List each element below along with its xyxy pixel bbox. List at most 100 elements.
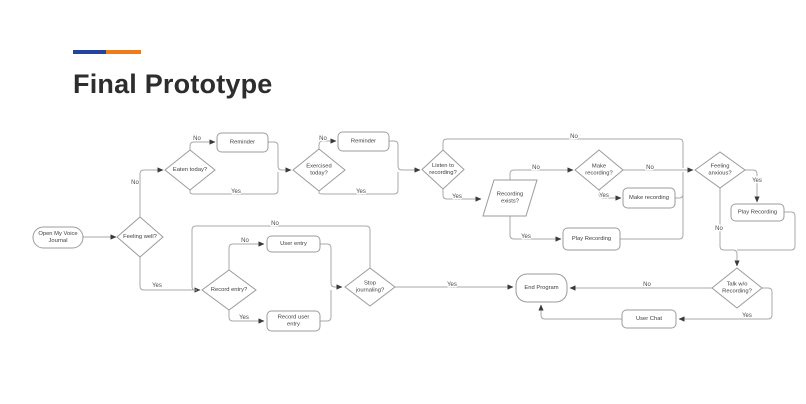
edge-label: No xyxy=(131,180,139,186)
page-title: Final Prototype xyxy=(73,69,273,99)
node-label: Play Recording xyxy=(738,210,777,216)
node-label: Recording? xyxy=(722,288,752,294)
node-label: Reminder xyxy=(351,139,376,145)
edge-record-entry-record-user-entry: Yes xyxy=(228,310,265,324)
edge-reminder-1-exercised-today xyxy=(268,141,292,173)
node-label: User entry xyxy=(280,241,307,247)
accent-bar-right-segment xyxy=(106,50,141,54)
accent-bar xyxy=(73,50,141,54)
node-label: exists? xyxy=(501,198,520,204)
node-label: Record user xyxy=(278,315,310,321)
edge-label: No xyxy=(643,282,651,288)
edge-make-recording-feeling-anxious xyxy=(675,172,684,199)
header: Final Prototype xyxy=(73,50,273,98)
edge-make-recording-q-make-recording: Yes xyxy=(598,190,622,201)
accent-bar-left-segment xyxy=(73,50,106,54)
edge-label: Yes xyxy=(152,283,162,289)
node-play-recording-1: Play Recording xyxy=(562,227,621,251)
node-end-program: End Program xyxy=(515,273,568,303)
node-label: anxious? xyxy=(708,170,732,176)
node-user-chat: User Chat xyxy=(621,309,677,329)
edge-feeling-anxious-talk-wo-recording: No xyxy=(714,188,740,267)
node-label: Stop xyxy=(364,281,376,287)
edge-make-recording-q-feeling-anxious: No xyxy=(623,164,694,173)
edge-exercised-today-reminder-2: No xyxy=(318,135,337,149)
edge-stop-journaling-end-program: Yes xyxy=(395,281,514,290)
edge-feeling-well-record-entry: Yes xyxy=(139,257,201,293)
edge-label: No xyxy=(646,165,654,171)
node-label: Make xyxy=(592,164,606,170)
node-label: Listen to xyxy=(432,163,454,169)
node-label: Feeling well? xyxy=(123,234,158,240)
node-make-recording: Make recording xyxy=(622,187,676,209)
node-label: recording? xyxy=(585,170,613,176)
edge-label: Yes xyxy=(742,313,752,319)
edge-label: Yes xyxy=(452,194,462,200)
edge-stop-journaling-record-entry: No xyxy=(191,220,371,291)
edge-label: Yes xyxy=(752,178,762,184)
edge-eaten-today-reminder-1: No xyxy=(189,135,216,150)
edge-label: Yes xyxy=(599,193,609,199)
node-record-entry: Record entry? xyxy=(201,269,257,311)
node-label: Talk w/o xyxy=(727,282,748,288)
node-label: Exercised xyxy=(306,164,331,170)
edge-record-entry-user-entry: No xyxy=(228,237,265,270)
edge-record-user-entry-stop-journaling xyxy=(320,290,332,322)
node-reminder-1: Reminder xyxy=(216,132,269,153)
node-label: Eaten today? xyxy=(173,167,208,173)
edge-recording-exists-make-recording-q: No xyxy=(509,164,574,180)
node-label: today? xyxy=(310,170,328,176)
node-label: Make recording xyxy=(629,195,669,201)
edge-talk-wo-recording-user-chat: Yes xyxy=(678,287,773,322)
edge-play-recording-1-feeling-anxious xyxy=(620,172,684,240)
node-user-entry: User entry xyxy=(266,235,321,253)
node-label: End Program xyxy=(524,285,558,291)
edge-exercised-today-listen-recording: Yes xyxy=(318,172,399,196)
edge-feeling-well-eaten-today: No xyxy=(130,167,164,217)
edge-label: Yes xyxy=(239,315,249,321)
edge-play-recording-2-talk-wo-recording xyxy=(737,211,796,251)
edge-label: No xyxy=(532,165,540,171)
node-feeling-well: Feeling well? xyxy=(116,216,164,258)
node-label: Open My Voice xyxy=(38,231,77,237)
node-play-recording-2: Play Recording xyxy=(730,203,785,222)
edge-label: Yes xyxy=(231,189,241,195)
edge-feeling-anxious-play-recording-2: Yes xyxy=(745,169,763,203)
edge-label: No xyxy=(271,221,279,227)
node-eaten-today: Eaten today? xyxy=(164,149,216,191)
edge-user-entry-stop-journaling xyxy=(320,243,343,290)
edge-label: No xyxy=(193,136,201,142)
edge-label: No xyxy=(241,238,249,244)
node-label: Recording xyxy=(497,192,523,198)
node-label: entry xyxy=(287,321,300,327)
node-label: Play Recording xyxy=(572,236,611,242)
edge-talk-wo-recording-end-program: No xyxy=(569,281,712,291)
edge-label: Yes xyxy=(356,189,366,195)
edge-label: Yes xyxy=(521,234,531,240)
edge-label: No xyxy=(570,134,578,140)
node-label: Record entry? xyxy=(211,287,248,293)
edge-recording-exists-play-recording-1: Yes xyxy=(509,216,562,242)
node-label: recording? xyxy=(429,170,457,176)
node-reminder-2: Reminder xyxy=(337,131,390,152)
node-label: Reminder xyxy=(230,140,255,146)
edge-label: Yes xyxy=(447,282,457,288)
edge-label: No xyxy=(319,136,327,142)
edge-user-chat-end-program xyxy=(538,304,622,320)
edge-listen-recording-feeling-anxious: No xyxy=(442,133,684,168)
edge-listen-recording-recording-exists: Yes xyxy=(442,189,482,202)
edge-label: No xyxy=(715,226,723,232)
node-label: journaling? xyxy=(355,287,385,293)
edge-eaten-today-exercised-today: Yes xyxy=(189,172,279,196)
